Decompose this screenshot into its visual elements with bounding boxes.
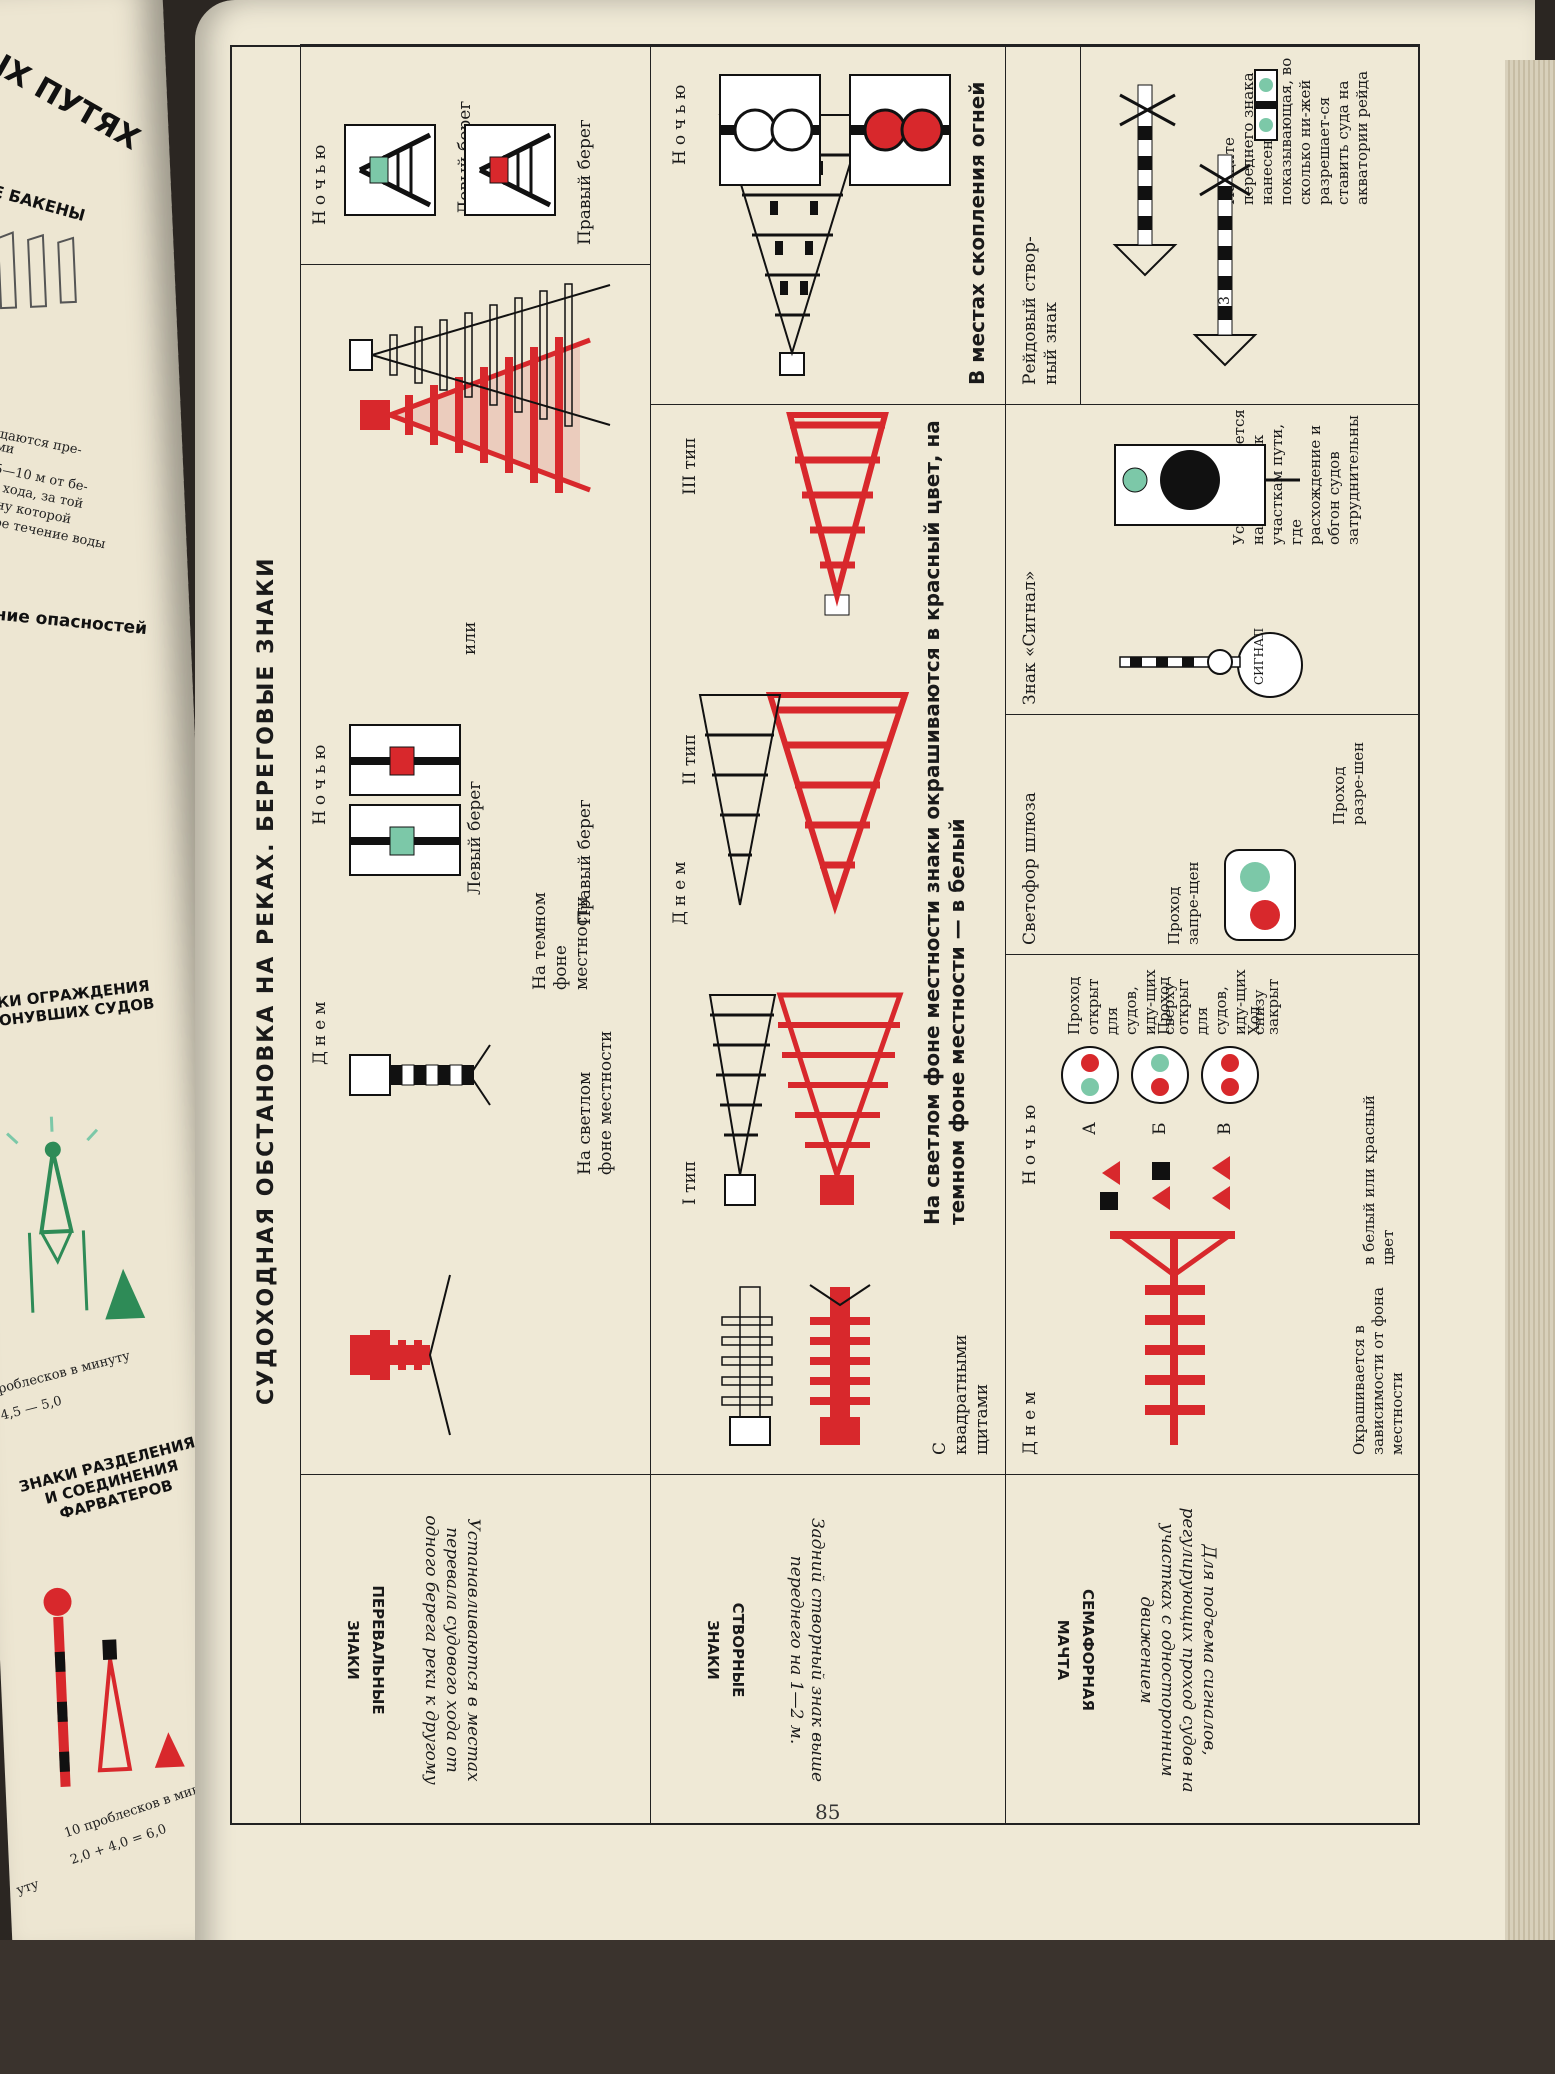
semaphore-mast <box>1100 1156 1235 1445</box>
row2-name: СТВОРНЫЕ ЗНАКИ <box>704 1602 747 1698</box>
left-fairway-marks-illustration <box>43 1587 185 1787</box>
row2-type1: I тип <box>680 1160 700 1205</box>
row1-divider <box>650 45 651 1825</box>
passage-allowed: Проход разре-шен <box>1330 741 1367 825</box>
left-buoys-illustration <box>0 231 77 310</box>
signal-letter-a: А <box>1080 1122 1100 1135</box>
row1-right-bank: Правый берег <box>575 799 595 925</box>
left-flash-unit: уту <box>14 1876 41 1899</box>
row3-name: СЕМАФОРНАЯ МАЧТА <box>1054 1588 1097 1712</box>
night-signal-lights <box>1061 1046 1259 1104</box>
row3-col-divider-1 <box>1005 954 1420 955</box>
row1-alt-white-sign <box>349 283 611 427</box>
type1-red-sign <box>776 992 904 1205</box>
row1-night-label: Ночью <box>310 739 330 825</box>
signal-b <box>1152 1162 1170 1210</box>
row2-type3: III тип <box>680 437 700 495</box>
row1-description: Устанавливаются в местах перевала судово… <box>421 1515 483 1785</box>
left-heading-5: ЗНАКИ РАЗДЕЛЕНИЯ И СОЕДИНЕНИЯ ФАРВАТЕРОВ <box>17 1433 197 1523</box>
row1-day-label: Днем <box>310 996 330 1065</box>
signal-a <box>1100 1161 1120 1210</box>
roadstead-sign-label: Рейдовый створ-ный знак <box>1020 236 1061 385</box>
square-shield-red <box>809 1284 871 1445</box>
row3-mast-note: Окрашивается в зависимости от фона местн… <box>1350 1287 1406 1455</box>
type3-red-sign <box>786 412 889 616</box>
name-column-divider <box>300 1474 1420 1475</box>
signal-sign-label: Знак «Сигнал» <box>1020 570 1040 705</box>
table-title: СУДОХОДНАЯ ОБСТАНОВКА НА РЕКАХ. БЕРЕГОВЫ… <box>254 556 279 1405</box>
signal-text-c: Ход закрыт <box>1245 978 1282 1035</box>
rotated-table: СУДОХОДНАЯ ОБСТАНОВКА НА РЕКАХ. БЕРЕГОВЫ… <box>230 44 1420 1825</box>
row2-square-shields: С квадратными щитами <box>930 1334 992 1455</box>
signal-c <box>1212 1156 1230 1210</box>
row1-night-label-2: Ночью <box>310 139 330 225</box>
row3-color-note: в белый или красный цвет <box>1360 1095 1397 1265</box>
lock-light-label: Светофор шлюза <box>1020 792 1040 945</box>
right-page <box>195 0 1535 2000</box>
row1-night-left-bank <box>349 804 461 876</box>
signal-board-text: СИГНАЛ <box>1252 627 1266 685</box>
roadstead-signs <box>1112 69 1278 367</box>
type2-white-sign <box>698 694 782 906</box>
type1-white-sign <box>708 994 777 1206</box>
signal-letter-b: Б <box>1150 1122 1170 1136</box>
page-edges <box>1505 60 1555 1940</box>
row3-night-label: Ночью <box>1020 1099 1040 1185</box>
type2-red-sign <box>765 692 910 915</box>
row1-night-right-bank <box>349 724 461 796</box>
left-heading-3: ждение опасностей <box>0 600 148 640</box>
row1-night-left-bank-2 <box>344 124 436 216</box>
passage-forbidden: Проход запре-щен <box>1165 861 1202 946</box>
left-page: ЫХ ПУТЯХ ЬНЫЕ БАКЕНЫ ны освещаются пре- … <box>0 0 249 1965</box>
left-heading-4: КИ ОГРАЖДЕНИЯ ОНУВШИХ СУДОВ <box>0 976 156 1030</box>
row2-description: Задний створный знак выше переднего на 1… <box>786 1517 827 1783</box>
row1-dark-bg-sign <box>349 1044 491 1106</box>
row1-alt-red-sign <box>360 337 591 493</box>
row2-type2: II тип <box>680 734 700 785</box>
page-number: 85 <box>815 1800 841 1824</box>
row1-right-bank-2: Правый берег <box>575 119 595 245</box>
row1-light-bg: На светлом фоне местности <box>575 1030 616 1175</box>
row2-day-label: Днем <box>670 856 690 925</box>
row1-name: ПЕРЕВАЛЬНЫЕ ЗНАКИ <box>344 1585 387 1715</box>
title-divider <box>300 45 301 1825</box>
left-wreck-marks-illustration <box>6 1116 146 1320</box>
roadstead-number: 3 <box>1217 296 1233 305</box>
row3-description: Для подъема сигналов, регулирующих прохо… <box>1136 1507 1219 1793</box>
square-shield-white <box>721 1286 773 1446</box>
row2-night-lights <box>719 74 951 186</box>
signal-sign <box>1114 444 1303 698</box>
row2-color-note: На светлом фоне местности знаки окрашива… <box>920 420 969 1225</box>
row2-divider <box>1005 45 1006 1825</box>
row2-drawings <box>698 412 910 1446</box>
row1-light-bg-sign <box>350 1274 451 1436</box>
signal-letter-c: В <box>1215 1122 1235 1136</box>
lock-traffic-light <box>1224 849 1296 941</box>
row1-night-right-bank-2 <box>464 124 556 216</box>
row3-day-label: Днем <box>1020 1386 1040 1455</box>
left-heading: ЫХ ПУТЯХ <box>0 38 146 158</box>
left-flash-range-1: 4,5 — 5,0 <box>0 1393 64 1424</box>
desk-surface <box>0 1940 1555 2074</box>
